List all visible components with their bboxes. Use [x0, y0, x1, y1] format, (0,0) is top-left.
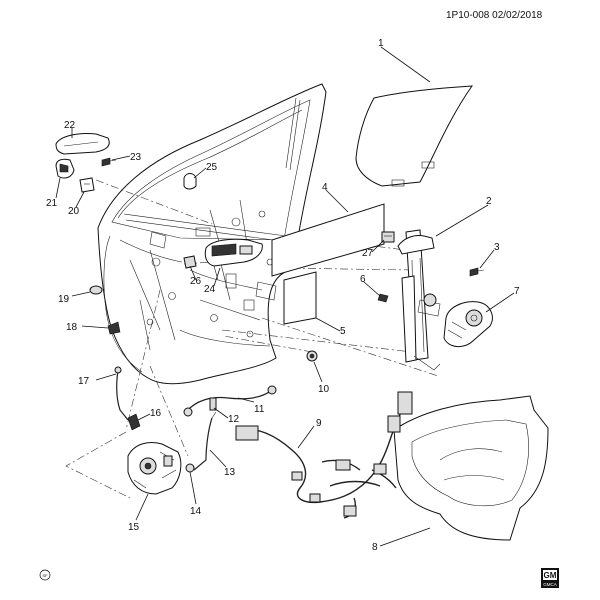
- gm-logo-text: GM: [544, 571, 557, 580]
- label-part-11: 11: [254, 404, 265, 415]
- plug-19: [89, 285, 103, 295]
- label-part-9: 9: [316, 418, 322, 429]
- door-frame: [97, 83, 327, 385]
- label-part-6: 6: [360, 274, 366, 285]
- water-deflector: [271, 203, 385, 277]
- footer-code-badge: SF: [39, 569, 51, 581]
- label-part-26: 26: [190, 276, 202, 287]
- regulator-motor: [443, 301, 493, 347]
- label-part-18: 18: [66, 322, 78, 333]
- label-part-20: 20: [68, 206, 80, 217]
- inside-rod: [114, 366, 129, 421]
- label-part-7: 7: [514, 286, 520, 297]
- label-part-14: 14: [190, 506, 202, 517]
- bumper-18: [107, 321, 121, 335]
- lock-cable: [183, 385, 277, 417]
- bolt-6: [377, 293, 389, 303]
- bolt-3: [469, 267, 485, 277]
- label-part-24: 24: [204, 284, 216, 295]
- door-shield: [393, 395, 549, 541]
- screw-23: [101, 157, 117, 167]
- label-part-15: 15: [128, 522, 140, 533]
- label-part-23: 23: [130, 152, 142, 163]
- handle-bracket: [79, 177, 95, 193]
- label-part-4: 4: [322, 182, 328, 193]
- label-part-3: 3: [494, 242, 500, 253]
- label-part-25: 25: [206, 162, 218, 173]
- label-part-22: 22: [64, 120, 76, 131]
- label-part-2: 2: [486, 196, 492, 207]
- nut-10: [306, 350, 318, 362]
- leader-lines: [55, 46, 515, 547]
- label-part-8: 8: [372, 542, 378, 553]
- window-glass: [355, 85, 474, 187]
- label-part-27: 27: [362, 248, 374, 259]
- gm-logo: GM GMCA: [541, 568, 559, 588]
- label-part-16: 16: [150, 408, 162, 419]
- label-part-1: 1: [378, 38, 384, 49]
- rod-clip: [185, 463, 195, 473]
- window-regulator: [381, 229, 441, 371]
- label-part-21: 21: [46, 198, 58, 209]
- label-part-17: 17: [78, 376, 90, 387]
- footer-code: SF: [42, 573, 48, 578]
- label-part-13: 13: [224, 467, 236, 478]
- grommet-25: [183, 173, 197, 190]
- outside-handle: [55, 133, 110, 155]
- door-latch: [127, 442, 182, 495]
- label-part-19: 19: [58, 294, 70, 305]
- part-labels: 1 2 3 4 5 6 7 8 9 10 11 12 13 14 15 16 1…: [46, 38, 520, 553]
- sound-insulator: [283, 271, 317, 325]
- diagram-reference: 1P10-008 02/02/2018: [446, 10, 543, 21]
- latch-fastener: [127, 413, 141, 431]
- wiring-harness: [235, 391, 413, 519]
- label-part-12: 12: [228, 414, 240, 425]
- lock-rod: [193, 411, 217, 471]
- handle-cap: [55, 158, 75, 179]
- gm-logo-subtext: GMCA: [543, 582, 557, 587]
- label-part-5: 5: [340, 326, 346, 337]
- label-part-10: 10: [318, 384, 330, 395]
- inside-handle-assembly: [183, 238, 263, 281]
